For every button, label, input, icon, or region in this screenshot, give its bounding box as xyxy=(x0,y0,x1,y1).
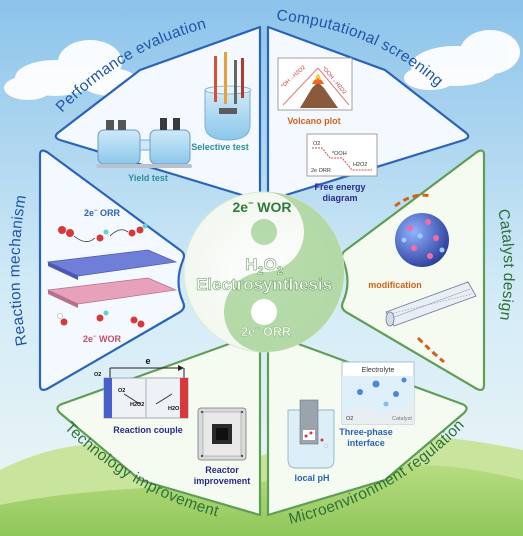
mechanism-bottom-sup: − xyxy=(93,334,97,340)
center-h2o2-label: H2O2 xyxy=(245,255,283,277)
cloud-icon xyxy=(404,30,520,90)
catalyst-layer-blue-icon xyxy=(46,249,178,280)
catalyst-layer-pink-icon xyxy=(46,277,178,308)
modification-label: modification xyxy=(368,280,422,290)
center-yinyang xyxy=(183,191,345,353)
mechanism-top-label: 2e− ORR xyxy=(84,208,121,218)
beaker-icon xyxy=(204,52,252,141)
free-energy-label-2: diagram xyxy=(322,193,357,203)
tech-o2-left-label: O2 xyxy=(94,372,101,378)
reactor-label-2: improvement xyxy=(194,476,251,486)
center-main-label: Electrosynthesis xyxy=(196,275,332,294)
molecules-top-icon xyxy=(58,223,148,242)
h-cell-icon xyxy=(96,118,192,168)
electrolyte-label: Electrolyte xyxy=(362,367,395,374)
center-o: O xyxy=(264,255,277,274)
nanotube-icon xyxy=(385,281,477,327)
mechanism-top-sup: − xyxy=(94,208,98,214)
three-phase-label-1: Three-phase xyxy=(339,427,393,437)
center-top-rest: WOR xyxy=(253,199,291,215)
hill-foreground xyxy=(0,464,523,536)
three-phase-interface-icon xyxy=(341,361,415,425)
molecules-bottom-icon xyxy=(57,310,145,328)
selective-test-label: Selective test xyxy=(191,142,249,152)
center-sub2a: 2 xyxy=(257,265,263,277)
free-energy-label-1: Free energy xyxy=(314,182,365,192)
local-ph-label: local pH xyxy=(294,473,329,483)
cloud-icon xyxy=(4,40,138,100)
local-ph-beaker-icon xyxy=(287,399,335,469)
volcano-plot-icon xyxy=(277,57,353,111)
center-top-label: 2e− WOR xyxy=(233,198,292,215)
mechanism-top-rest: ORR xyxy=(98,208,121,218)
mechanism-bottom-label: 2e− WOR xyxy=(83,334,122,344)
volcano-plot-label: Volcano plot xyxy=(287,116,340,126)
tech-o2-mid-label: O2 xyxy=(118,388,125,394)
tech-h2o-label: H2O xyxy=(168,406,180,412)
center-h: H xyxy=(245,255,257,274)
mechanism-bottom-num: 2e xyxy=(83,334,93,344)
fe-ooh-label: *OOH xyxy=(332,151,347,157)
center-bottom-rest: ORR xyxy=(260,325,291,339)
mechanism-top-num: 2e xyxy=(84,208,94,218)
reaction-couple-label: Reaction couple xyxy=(113,425,183,435)
free-energy-diagram-icon xyxy=(306,133,378,177)
reactor-label-1: Reactor xyxy=(205,465,239,475)
reactor-icon xyxy=(197,407,247,461)
micro-o2-label: O2 xyxy=(346,416,353,422)
center-sub2b: 2 xyxy=(277,265,283,277)
micro-catalyst-label: Catalyst xyxy=(392,416,412,422)
modification-arrow xyxy=(394,193,431,208)
nanoparticle-icon xyxy=(395,213,449,267)
catalyst-title: Catalyst design xyxy=(494,208,517,322)
three-phase-label-2: interface xyxy=(347,438,385,448)
modification-arrow-lower xyxy=(416,336,445,364)
center-bottom-label: 2e− ORR xyxy=(241,324,291,339)
mechanism-bottom-rest: WOR xyxy=(97,334,122,344)
center-top-sup: − xyxy=(248,198,253,208)
segment-catalyst-design xyxy=(340,149,486,391)
catalyst-title-path: Catalyst design xyxy=(494,208,517,322)
reaction-couple-icon xyxy=(103,365,189,419)
center-bottom-sup: − xyxy=(255,324,260,333)
fe-h2o2-label: H2O2 xyxy=(353,162,367,168)
yield-test-label: Yield test xyxy=(128,173,168,183)
center-bottom-num: 2e xyxy=(241,325,255,339)
fe-o2-label: O2 xyxy=(313,141,320,147)
fe-2e-label: 2e ORR xyxy=(311,168,331,174)
center-top-num: 2e xyxy=(233,199,249,215)
tech-h2o2-label: H2O2 xyxy=(130,402,144,408)
tech-e-label: e xyxy=(145,356,150,366)
